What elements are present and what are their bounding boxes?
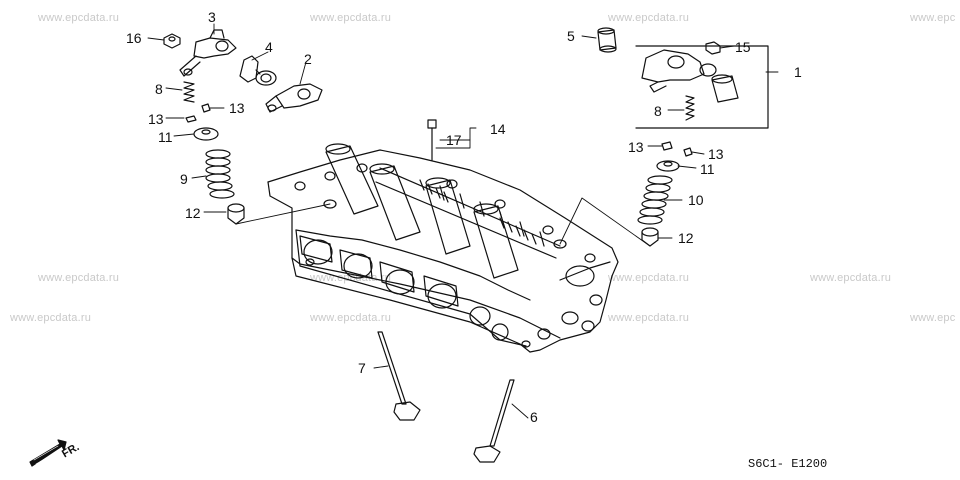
part-13-pin <box>683 147 693 157</box>
leader-lines <box>147 23 779 419</box>
callout-3: 3 <box>208 9 216 25</box>
callout-13: 13 <box>708 146 724 162</box>
part-13-pin <box>661 141 673 151</box>
watermark: www.epcdata.ru <box>608 12 690 24</box>
watermark: www.epcdata.ru <box>10 312 92 324</box>
part-12-stem-seal <box>641 227 659 247</box>
callout-11: 11 <box>158 129 173 145</box>
watermark: www.epcdata.ru <box>810 272 892 284</box>
cylinder-head <box>267 143 619 353</box>
callout-10: 10 <box>688 192 704 208</box>
callout-4: 4 <box>265 39 273 55</box>
watermark: www.epcdata.ru <box>38 12 120 24</box>
watermark: www.epcdata.ru <box>310 312 392 324</box>
part-12-stem-seal <box>227 203 245 225</box>
callout-12: 12 <box>678 230 694 246</box>
group-1-bracket <box>635 45 769 129</box>
callout-1: 1 <box>794 64 802 80</box>
watermark: www.epcdata.ru <box>310 12 392 24</box>
watermark: www.epcdata.ru <box>608 312 690 324</box>
part-3-rocker-arm <box>179 29 237 77</box>
callout-8: 8 <box>155 81 163 97</box>
callout-11: 11 <box>700 161 715 177</box>
front-arrow-icon <box>29 439 67 467</box>
callout-16: 16 <box>126 30 142 46</box>
callout-8: 8 <box>654 103 662 119</box>
callout-17: 17 <box>446 132 462 148</box>
part-4-lost-motion <box>239 55 277 86</box>
part-roller <box>711 74 739 103</box>
part-13-pin <box>201 103 211 113</box>
part-17-dowel <box>427 119 437 161</box>
callout-9: 9 <box>180 171 188 187</box>
callout-14: 14 <box>490 121 506 137</box>
callout-13: 13 <box>229 100 245 116</box>
callout-5: 5 <box>567 28 575 44</box>
part-11-retainer <box>656 160 680 172</box>
part-15-nut <box>705 41 721 55</box>
part-6-exhaust-valve <box>473 379 515 463</box>
plug-tubes <box>325 143 519 279</box>
callout-6: 6 <box>530 409 538 425</box>
callout-12: 12 <box>185 205 201 221</box>
diagram-code: S6C1- E1200 <box>748 457 828 471</box>
part-8-spring <box>685 95 695 121</box>
watermark: www.epcdata.ru <box>608 272 690 284</box>
part-13-pin <box>185 115 197 123</box>
watermark: www.epc <box>910 12 956 24</box>
part-16-nut <box>163 33 181 49</box>
part-9-valve-spring <box>205 149 235 199</box>
part-1-rocker-arm-assy <box>641 49 717 93</box>
callout-13: 13 <box>628 139 644 155</box>
part-7-intake-valve <box>377 331 421 421</box>
part-10-valve-spring <box>637 175 673 225</box>
part-5-bushing <box>597 27 617 53</box>
part-11-retainer <box>193 127 219 141</box>
callout-2: 2 <box>304 51 312 67</box>
callout-7: 7 <box>358 360 366 376</box>
watermark: www.epcdata.ru <box>38 272 120 284</box>
part-2-rocker-arm <box>265 83 323 113</box>
part-8-spring <box>183 81 195 103</box>
callout-13: 13 <box>148 111 164 127</box>
watermark: www.epc <box>910 312 956 324</box>
callout-15: 15 <box>735 39 751 55</box>
